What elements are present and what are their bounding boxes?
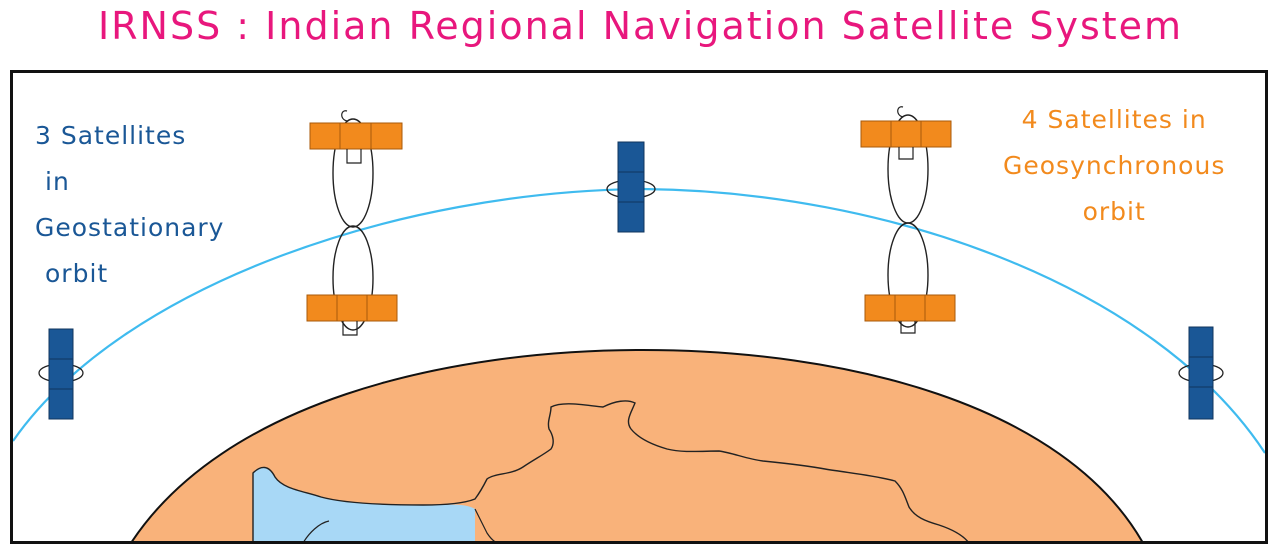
figure-eight-orbit-left (332, 118, 374, 331)
geostationary-note-line: orbit (45, 259, 109, 288)
diagram-panel: 3 Satellites in Geostationary orbit 4 Sa… (10, 70, 1268, 544)
geosynchronous-satellite (864, 294, 956, 334)
india-outline (252, 400, 969, 541)
figure-eight-orbit-right (887, 114, 929, 328)
diagram-title: IRNSS : Indian Regional Navigation Satel… (97, 4, 1184, 48)
geosynchronous-satellite (860, 106, 952, 160)
geosynchronous-note-line: orbit (1082, 197, 1146, 226)
geostationary-satellite (606, 141, 656, 233)
scene (13, 106, 1265, 541)
geosynchronous-satellite (306, 294, 398, 336)
geosynchronous-note: 4 Satellites in Geosynchronous orbit (1003, 97, 1225, 235)
sea-region (253, 467, 475, 541)
geostationary-note-line: 3 Satellites (35, 121, 187, 150)
coastline-detail (303, 508, 495, 541)
geostationary-satellite (1178, 326, 1224, 420)
geosynchronous-note-line: Geosynchronous (1003, 151, 1226, 180)
geostationary-note-line: Geostationary (35, 213, 225, 242)
geostationary-satellite (38, 328, 84, 420)
earth (131, 348, 1143, 541)
geostationary-note-line: in (45, 167, 70, 196)
geosynchronous-note-line: 4 Satellites in (1021, 105, 1207, 134)
geostationary-note: 3 Satellites in Geostationary orbit (35, 113, 224, 297)
geosynchronous-satellite (309, 110, 403, 164)
